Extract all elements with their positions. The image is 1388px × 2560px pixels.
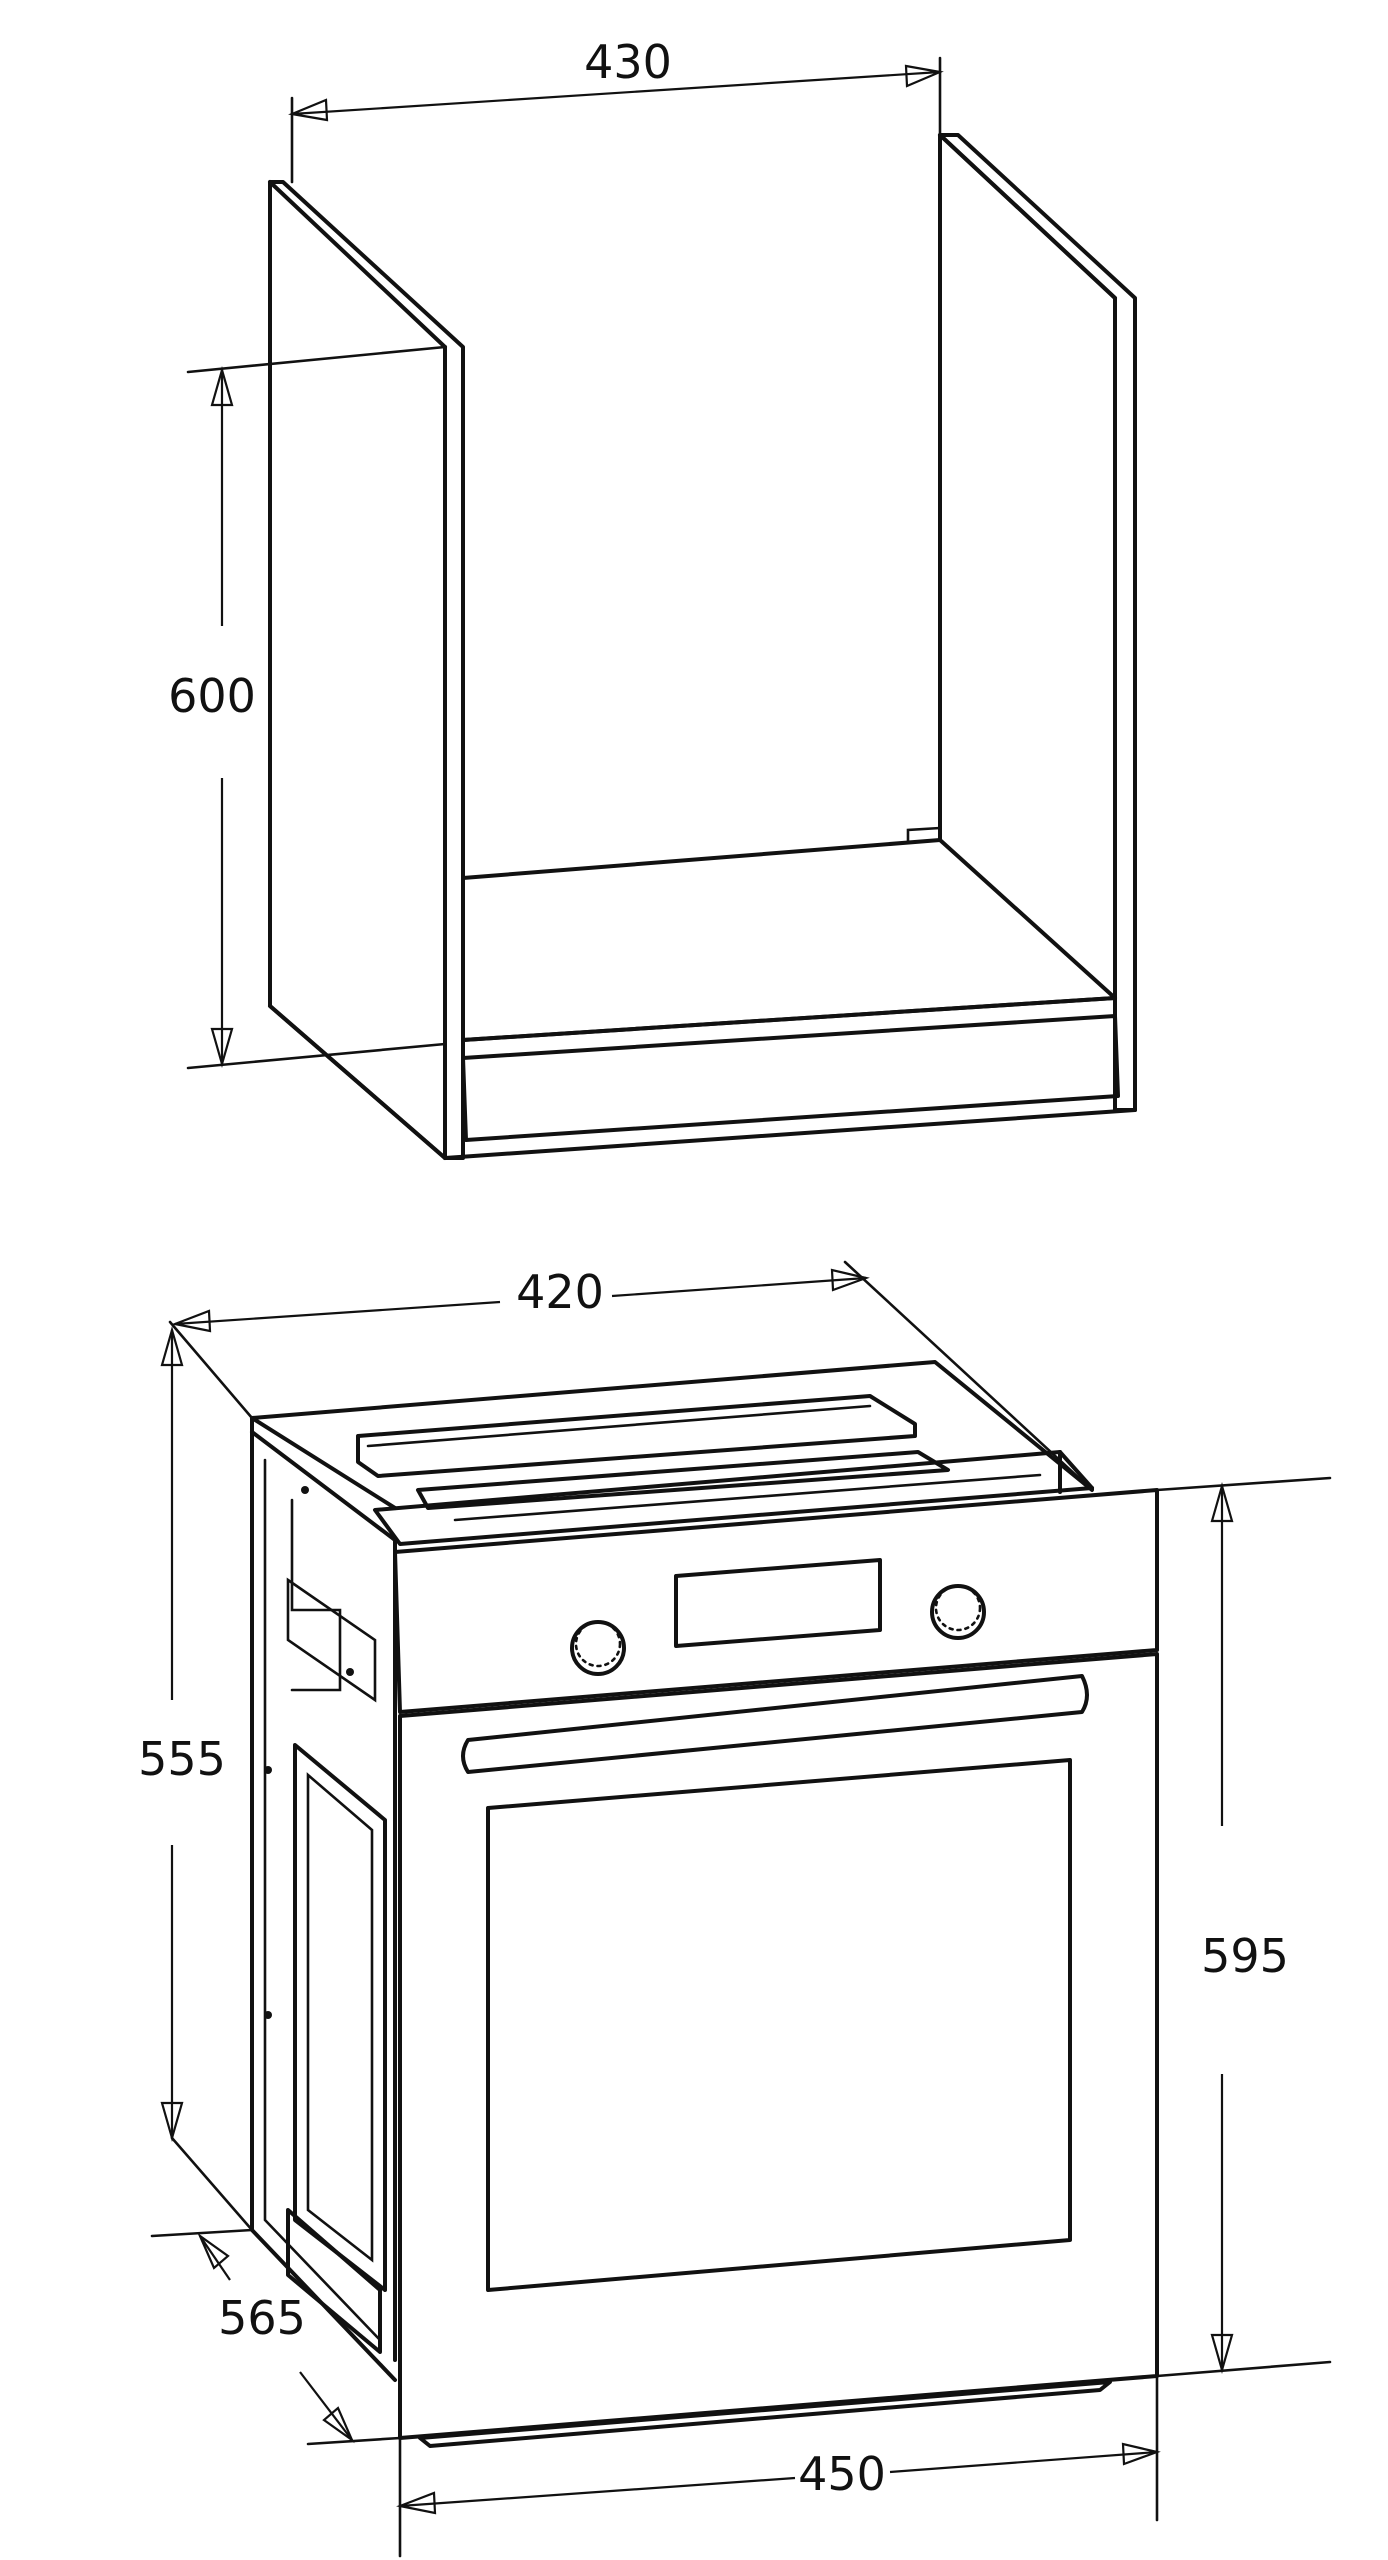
oven-side-screw [264, 2011, 272, 2019]
oven-door-window [486, 1758, 1072, 2292]
oven-top-vent-2 [416, 1450, 950, 1510]
dimension-line [174, 1300, 501, 1326]
cabinet-base-front [443, 1108, 1137, 1160]
arrow-head [396, 2491, 437, 2515]
oven-door-handle[interactable] [461, 1674, 1089, 1774]
arrow-head [171, 1309, 212, 1333]
extension-line [186, 345, 447, 374]
dimension-label: 595 [1201, 1929, 1289, 1983]
arrow-head [904, 64, 944, 88]
cabinet-shelf [461, 838, 1117, 1042]
oven-side-grill [286, 2208, 382, 2354]
extension-line [1155, 2360, 1332, 2378]
arrow-head [160, 1325, 184, 1367]
oven-side-inner [250, 1430, 397, 2362]
extension-line [170, 2136, 254, 2232]
oven-side-screw [301, 1486, 309, 1494]
oven-body-diagonal [250, 1416, 397, 1510]
oven-frame-strip [373, 1450, 1094, 1546]
arrow-head [1210, 1481, 1234, 1523]
dimension-label: 600 [168, 669, 256, 723]
arrow-head [210, 365, 234, 407]
dimension-line [299, 2371, 353, 2441]
dimension-line [199, 2235, 231, 2281]
arrow-head [288, 98, 329, 122]
dimension-label: 420 [516, 1265, 604, 1319]
dimension-555: 555 [138, 1325, 254, 2232]
oven-side-window-inner [306, 1772, 374, 2263]
oven-top-vent-line [366, 1404, 872, 1448]
dimension-line [399, 2476, 796, 2508]
cabinet-shelf-front [461, 996, 1117, 1042]
arrow-head [160, 2101, 184, 2143]
dimension-line [611, 1276, 867, 1298]
arrow-head [197, 2232, 230, 2270]
oven-body-left-edge [250, 1416, 397, 2382]
dimension-595: 595 [1155, 1476, 1332, 2378]
cabinet-drawer [461, 1014, 1120, 1142]
dimension-450: 450 [396, 2374, 1161, 2558]
extension-line [843, 1260, 1094, 1492]
oven-knob-right[interactable] [930, 1584, 986, 1640]
dimension-430: 430 [288, 35, 944, 184]
oven-display [674, 1558, 882, 1648]
extension-line [1155, 1476, 1332, 1492]
extension-line [186, 1042, 447, 1070]
extension-line [306, 2436, 402, 2446]
dimension-label: 430 [584, 35, 672, 89]
cabinet-left-panel [268, 180, 465, 1160]
cabinet-right-panel [938, 133, 1137, 1112]
oven-knob-left[interactable] [570, 1620, 626, 1676]
cabinet-right-panel-top [938, 133, 1117, 300]
cabinet-drawing [268, 133, 1137, 1160]
arrow-head [210, 1027, 234, 1069]
dimension-line [889, 2450, 1158, 2474]
dimension-label: 555 [138, 1732, 226, 1786]
arrow-head [322, 2406, 355, 2444]
cabinet-base-left [268, 1004, 447, 1160]
oven-frame-strip-line [453, 1473, 1042, 1522]
dimension-label: 565 [218, 2291, 306, 2345]
dimension-600: 600 [168, 345, 447, 1070]
extension-line [168, 1320, 254, 1420]
dimension-line [291, 70, 941, 116]
oven-bottom-trim [418, 2380, 1112, 2448]
oven-top-vent [356, 1394, 917, 1478]
dimension-565: 565 [150, 2228, 402, 2446]
arrow-head [1121, 2442, 1161, 2466]
dimension-420: 420 [168, 1260, 1094, 1492]
oven-side-panel [263, 1458, 382, 2342]
oven-side-hinge [286, 1577, 377, 1703]
oven-side-window [293, 1743, 387, 2292]
arrow-head [1210, 2333, 1234, 2375]
oven-side-screw [346, 1668, 354, 1676]
cabinet-shelf-notch [906, 826, 942, 844]
arrow-head [830, 1268, 870, 1292]
dimension-label: 450 [798, 2447, 886, 2501]
extension-line [150, 2228, 254, 2238]
cabinet-left-panel-top [268, 180, 447, 349]
oven-side-screw [264, 1766, 272, 1774]
oven-drawing [250, 1360, 1159, 2448]
oven-side-bracket [290, 1498, 342, 1692]
